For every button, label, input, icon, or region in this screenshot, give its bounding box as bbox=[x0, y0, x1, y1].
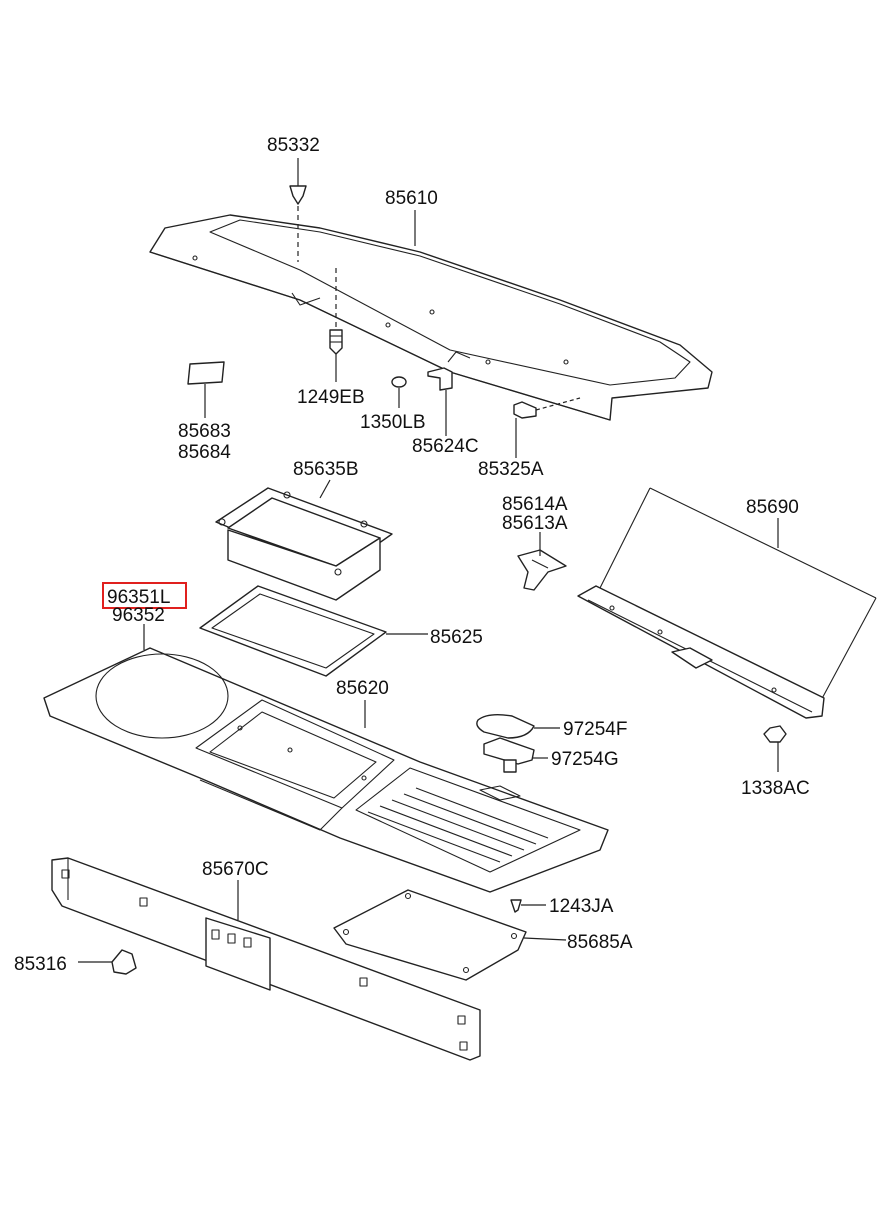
part-97254F-cover[interactable] bbox=[476, 713, 535, 739]
label-85613A[interactable]: 85613A bbox=[502, 513, 568, 534]
label-85325A[interactable]: 85325A bbox=[478, 459, 544, 480]
part-97254G-socket[interactable] bbox=[483, 737, 535, 773]
label-85614A[interactable]: 85614A bbox=[502, 494, 568, 515]
part-85325A-clip[interactable] bbox=[513, 397, 581, 419]
part-85683-pad[interactable] bbox=[187, 361, 225, 385]
label-1243JA[interactable]: 1243JA bbox=[549, 896, 614, 917]
label-97254G[interactable]: 97254G bbox=[551, 749, 619, 770]
part-1243JA-screw[interactable] bbox=[510, 899, 522, 913]
part-85635B-tray-box[interactable] bbox=[215, 487, 393, 601]
label-1249EB[interactable]: 1249EB bbox=[297, 387, 365, 408]
part-85670C-rear-panel[interactable] bbox=[51, 857, 481, 1061]
part-85332-clip[interactable] bbox=[289, 185, 307, 262]
label-1350LB[interactable]: 1350LB bbox=[360, 412, 426, 433]
label-85620[interactable]: 85620 bbox=[336, 678, 389, 699]
part-85690-tonneau-cover[interactable] bbox=[577, 487, 877, 719]
part-85625-mat[interactable] bbox=[199, 585, 387, 677]
highlight-box bbox=[102, 582, 187, 609]
label-97254F[interactable]: 97254F bbox=[563, 719, 627, 740]
part-85685A-cover-plate[interactable] bbox=[333, 889, 527, 981]
leader-lines bbox=[78, 158, 779, 963]
label-85332[interactable]: 85332 bbox=[267, 135, 320, 156]
part-85316-clip[interactable] bbox=[111, 949, 137, 975]
part-85614A-clip[interactable] bbox=[517, 549, 567, 591]
part-1350LB-nut[interactable] bbox=[391, 376, 407, 388]
label-85690[interactable]: 85690 bbox=[746, 497, 799, 518]
part-1338AC-nut[interactable] bbox=[763, 725, 787, 743]
label-96351L[interactable]: 96351L bbox=[107, 587, 170, 608]
part-1249EB-screw[interactable] bbox=[329, 268, 343, 355]
part-85624C-bracket[interactable] bbox=[427, 367, 453, 391]
label-85683[interactable]: 85683 bbox=[178, 421, 231, 442]
part-96352-luggage-tray[interactable] bbox=[43, 647, 609, 893]
label-85684[interactable]: 85684 bbox=[178, 442, 231, 463]
label-85635B[interactable]: 85635B bbox=[293, 459, 359, 480]
label-85624C[interactable]: 85624C bbox=[412, 436, 479, 457]
label-96352[interactable]: 96352 bbox=[112, 605, 165, 626]
label-1338AC[interactable]: 1338AC bbox=[741, 778, 810, 799]
label-85625[interactable]: 85625 bbox=[430, 627, 483, 648]
label-85316[interactable]: 85316 bbox=[14, 954, 67, 975]
label-85685A[interactable]: 85685A bbox=[567, 932, 633, 953]
label-85610[interactable]: 85610 bbox=[385, 188, 438, 209]
label-85670C[interactable]: 85670C bbox=[202, 859, 269, 880]
part-85610-package-tray[interactable] bbox=[149, 214, 713, 421]
